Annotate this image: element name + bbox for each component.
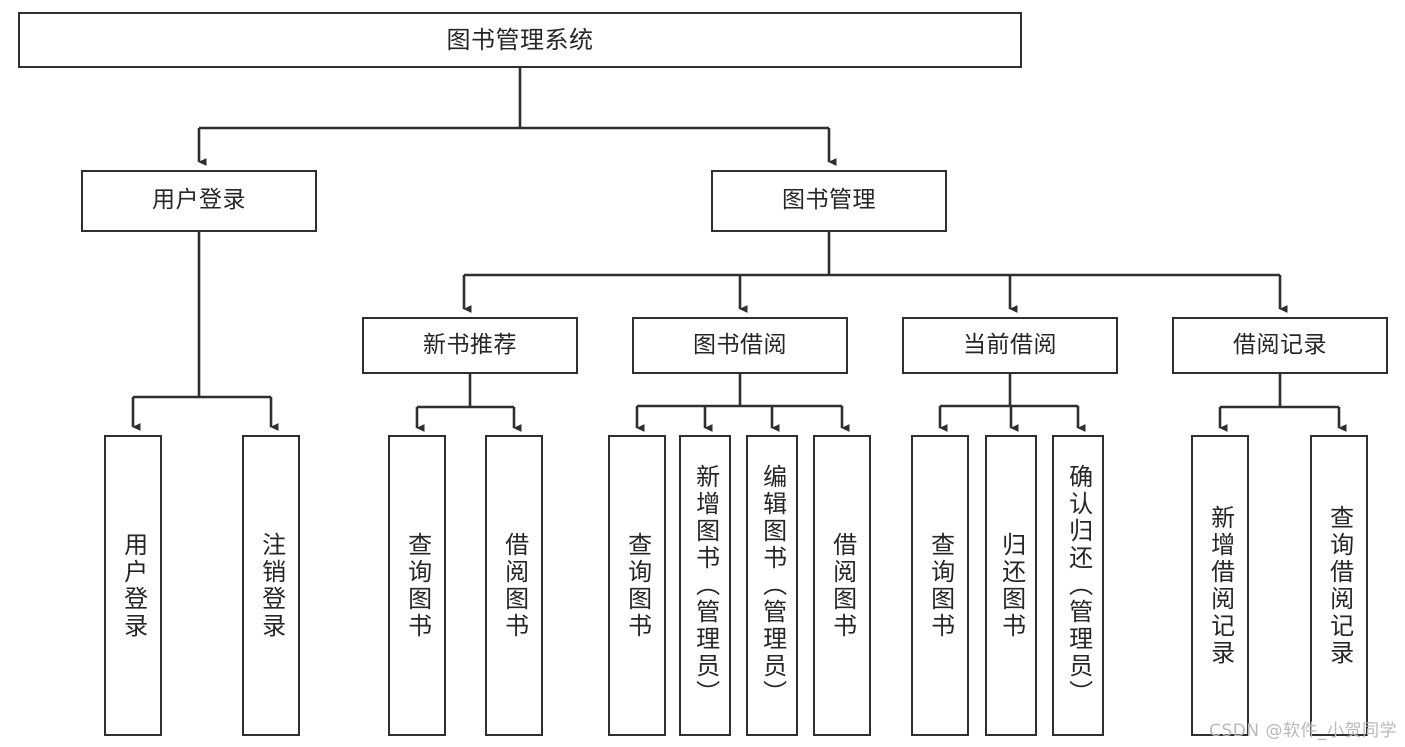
node-leaf-edit-book-admin[interactable]: 编辑图书（管理员） [746,435,798,736]
node-label: 借阅图书 [828,531,857,640]
node-leaf-query-borrow-record[interactable]: 查询借阅记录 [1310,435,1368,736]
node-leaf-confirm-return-admin[interactable]: 确认归还（管理员） [1052,435,1104,736]
node-leaf-query-book-2[interactable]: 查询图书 [608,435,666,736]
node-label: 查询图书 [403,531,432,640]
node-leaf-add-book-admin[interactable]: 新增图书（管理员） [679,435,731,736]
node-leaf-query-book-3[interactable]: 查询图书 [911,435,969,736]
node-leaf-query-book-1[interactable]: 查询图书 [388,435,446,736]
node-label: 图书借阅 [693,331,787,358]
node-label: 用户登录 [152,187,246,214]
node-label: 查询图书 [926,531,955,640]
node-label: 归还图书 [997,531,1026,640]
node-borrow-record[interactable]: 借阅记录 [1172,317,1388,374]
node-leaf-borrow-book-1[interactable]: 借阅图书 [485,435,543,736]
node-label: 图书管理系统 [446,25,594,54]
node-label: 用户登录 [119,531,148,640]
node-leaf-add-borrow-record[interactable]: 新增借阅记录 [1191,435,1249,736]
node-book-management[interactable]: 图书管理 [711,170,947,232]
node-user-login[interactable]: 用户登录 [81,170,317,232]
node-current-borrow[interactable]: 当前借阅 [902,317,1118,374]
node-label: 图书管理 [782,187,876,214]
node-label: 查询借阅记录 [1325,504,1354,667]
node-leaf-logout[interactable]: 注销登录 [242,435,300,736]
node-label: 借阅图书 [500,531,529,640]
node-new-book-recommend[interactable]: 新书推荐 [362,317,578,374]
node-label: 借阅记录 [1233,331,1327,358]
node-label: 新增图书（管理员） [691,464,720,707]
node-label: 当前借阅 [963,331,1057,358]
node-label: 编辑图书（管理员） [758,464,787,707]
node-label: 注销登录 [257,531,286,640]
node-label: 查询图书 [623,531,652,640]
node-leaf-borrow-book-2[interactable]: 借阅图书 [813,435,871,736]
node-label: 新书推荐 [423,331,517,358]
node-leaf-return-book[interactable]: 归还图书 [985,435,1037,736]
node-leaf-user-login[interactable]: 用户登录 [104,435,162,736]
node-root-system[interactable]: 图书管理系统 [18,12,1022,68]
node-label: 新增借阅记录 [1206,504,1235,667]
node-label: 确认归还（管理员） [1064,464,1093,707]
node-book-borrow[interactable]: 图书借阅 [632,317,848,374]
